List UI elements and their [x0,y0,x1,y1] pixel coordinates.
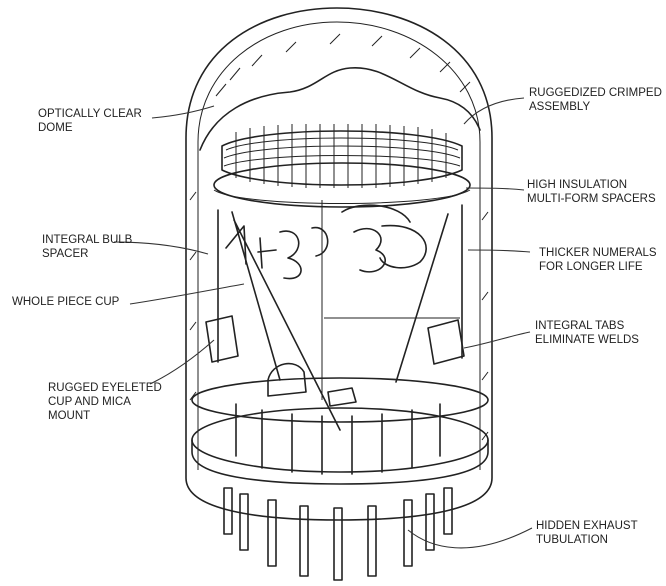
label-optically-clear-dome: OPTICALLY CLEAR DOME [38,108,145,134]
support-rods [231,211,449,431]
mica-disc [191,377,489,423]
label-whole-piece-cup: WHOLE PIECE CUP [12,296,120,308]
external-pins [223,487,453,581]
base-disc-rim [191,439,489,485]
label-thicker-numerals: THICKER NUMERALS FOR LONGER LIFE [539,247,660,273]
glass-envelope [185,7,493,521]
label-integral-tabs: INTEGRAL TABS ELIMINATE WELDS [535,320,639,346]
internal-leads [235,403,441,475]
inner-glass-wall [197,21,481,470]
label-hidden-exhaust-tubulation: HIDDEN EXHAUST TUBULATION [536,520,641,546]
label-integral-bulb-spacer: INTEGRAL BULB SPACER [42,234,136,260]
dome-cut-edge [199,67,481,151]
tube-drawing [185,7,493,581]
label-ruggedized-crimped-assembly: RUGGEDIZED CRIMPED ASSEMBLY [529,87,665,113]
glass-hatching [189,33,489,441]
cup-body [217,204,463,363]
upper-ring [213,162,471,208]
mica-mount-tabs [205,315,465,407]
cup-seam [321,200,460,400]
label-high-insulation-spacers: HIGH INSULATION MULTI-FORM SPACERS [527,179,656,205]
anode-mesh [221,124,463,188]
label-rugged-eyeleted-cup: RUGGED EYELETED CUP AND MICA MOUNT [48,382,165,422]
numeral-cathodes [225,204,427,280]
upper-ring-inner [213,189,471,204]
leader-lines [113,97,533,549]
